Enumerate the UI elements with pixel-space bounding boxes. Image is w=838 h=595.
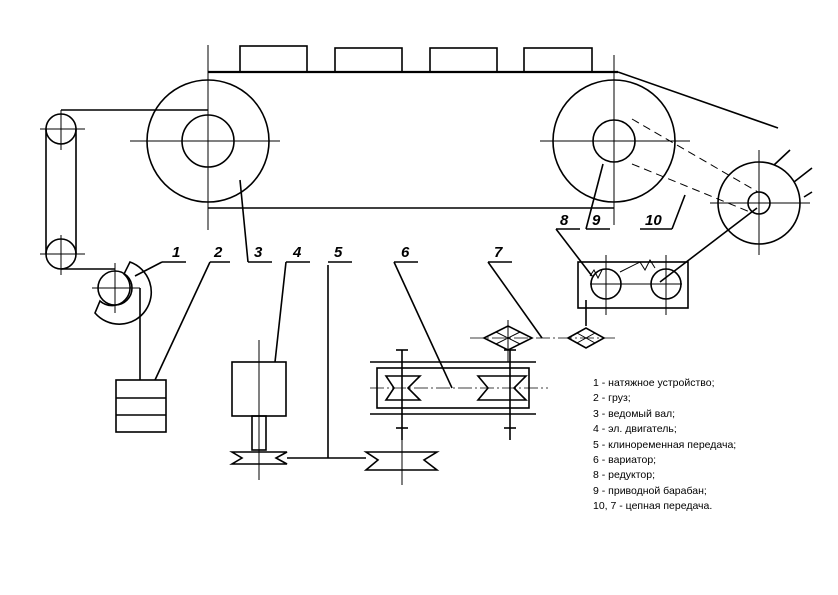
label-9: 9 [592, 212, 601, 229]
legend-item: 10, 7 - цепная передача. [593, 500, 713, 513]
variator [370, 349, 548, 440]
tension-device [40, 109, 208, 380]
legend-item: 9 - приводной барабан; [593, 484, 707, 497]
v-belt-drive [287, 265, 440, 485]
label-3: 3 [254, 244, 263, 261]
label-8: 8 [560, 212, 569, 229]
label-7: 7 [494, 244, 503, 261]
label-6: 6 [401, 244, 410, 261]
label-2: 2 [213, 244, 223, 261]
label-10: 10 [645, 212, 662, 229]
label-1: 1 [172, 244, 180, 261]
electric-motor [229, 340, 288, 480]
position-labels: 1 2 3 4 5 6 7 8 9 10 [172, 212, 662, 261]
reducer [577, 255, 689, 315]
chain-drive-10 [631, 118, 813, 283]
legend-item: 5 - клиноременная передача; [593, 438, 737, 451]
driven-drum [130, 45, 280, 230]
legend-item: 4 - эл. двигатель; [593, 423, 677, 436]
label-5: 5 [334, 244, 343, 261]
counterweight [115, 379, 167, 433]
legend-item: 1 - натяжное устройство; [593, 377, 715, 389]
conveyor-belt [208, 70, 779, 209]
legend: 1 - натяжное устройство; 2 - груз; 3 - в… [593, 376, 736, 515]
legend-item: 2 - груз; [593, 392, 631, 405]
belt-loads [239, 45, 593, 73]
legend-item: 3 - ведомый вал; [593, 407, 676, 420]
legend-item: 6 - вариатор; [593, 454, 657, 467]
legend-item: 8 - редуктор; [593, 469, 655, 482]
leader-lines [134, 163, 686, 389]
label-4: 4 [292, 244, 302, 261]
chain-drive-7 [470, 300, 615, 362]
drive-drum [540, 55, 690, 225]
